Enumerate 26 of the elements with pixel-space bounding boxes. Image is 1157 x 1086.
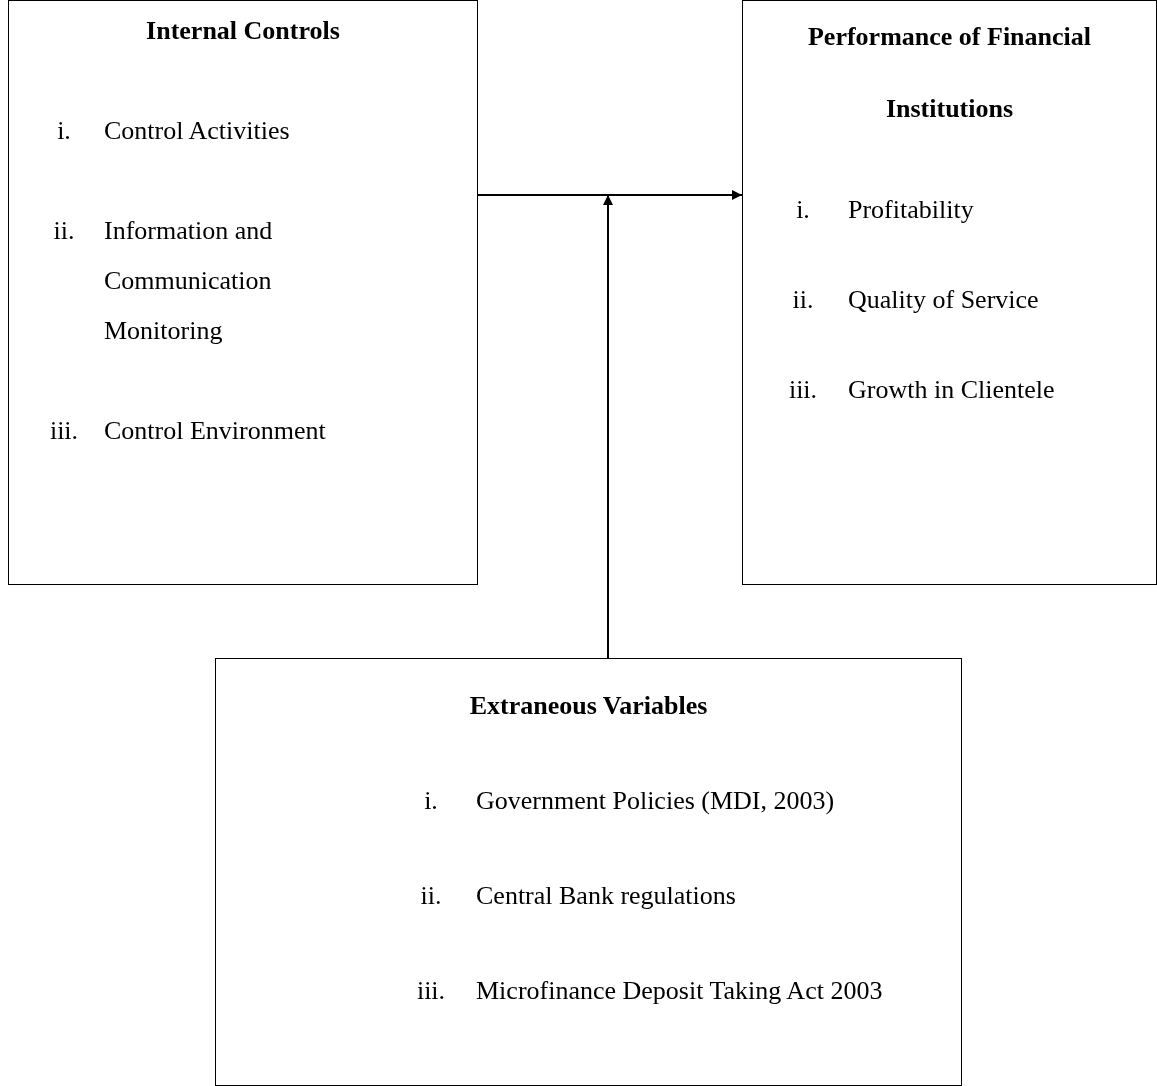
arrow [477, 190, 743, 200]
list-numeral: i. [56, 115, 72, 147]
list-item: Information and Communication Monitoring [104, 215, 274, 347]
list-item: Central Bank regulations [476, 880, 737, 912]
list-item: Control Environment [104, 415, 327, 447]
list-item: Profitability [848, 194, 975, 226]
list-item: Government Policies (MDI, 2003) [476, 785, 836, 817]
list-numeral: iii. [48, 415, 80, 447]
list-item: Control Activities [104, 115, 291, 147]
box-heading: Extraneous Variables [468, 690, 709, 722]
list-item: Microfinance Deposit Taking Act 2003 [476, 975, 884, 1007]
text-box [742, 0, 1157, 585]
box-heading: Performance of Financial Institutions [807, 21, 1092, 125]
text-box [8, 0, 478, 585]
text-box [215, 658, 962, 1086]
list-numeral: iii. [415, 975, 447, 1007]
list-numeral: ii. [419, 880, 443, 912]
list-numeral: i. [795, 194, 811, 226]
list-numeral: iii. [787, 374, 819, 406]
list-item: Growth in Clientele [848, 374, 1056, 406]
list-numeral: i. [423, 785, 439, 817]
list-numeral: ii. [791, 284, 815, 316]
box-heading: Internal Controls [145, 15, 341, 47]
arrow [603, 194, 613, 659]
list-numeral: ii. [52, 215, 76, 247]
list-item: Quality of Service [848, 284, 1040, 316]
